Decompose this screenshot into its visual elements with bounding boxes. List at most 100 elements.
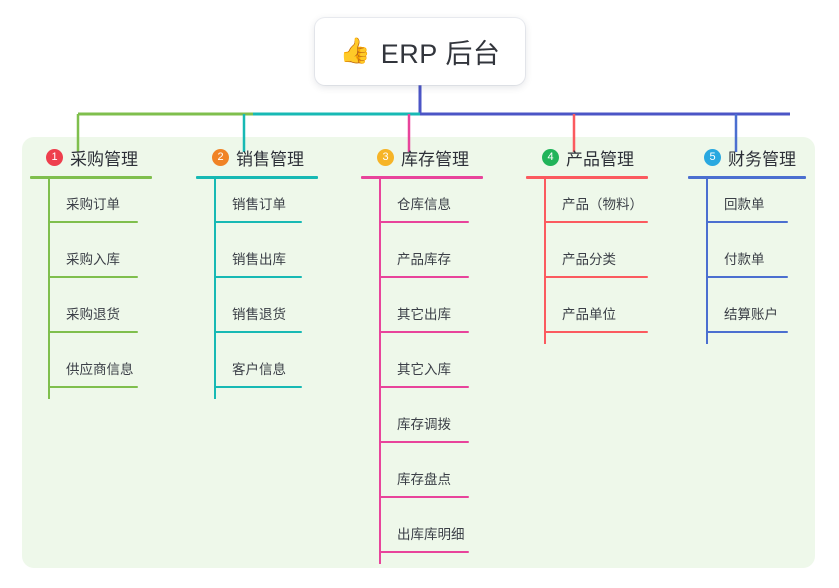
branch-item-label: 销售退货 — [232, 307, 286, 322]
branch-item-underline — [379, 496, 469, 498]
branch-title: 财务管理 — [728, 149, 796, 169]
branch-header-1[interactable]: 1 采购管理 — [30, 145, 180, 169]
branch-underline — [526, 176, 648, 179]
branch-item[interactable]: 其它出库 — [361, 289, 511, 344]
branch-item-underline — [706, 221, 788, 223]
branch-number-badge: 4 — [542, 148, 559, 166]
branch-item-label: 采购入库 — [66, 252, 120, 267]
branch-spine — [214, 179, 216, 399]
branch-column-3: 3 库存管理仓库信息产品库存其它出库其它入库库存调拨库存盘点出库库明细 — [361, 145, 511, 564]
branch-item[interactable]: 付款单 — [688, 234, 828, 289]
branch-item[interactable]: 出库库明细 — [361, 509, 511, 564]
branch-item-list: 产品（物料） 产品分类产品单位 — [526, 179, 676, 344]
branch-item-underline — [379, 441, 469, 443]
branch-item-underline — [379, 386, 469, 388]
branch-item-label: 产品（物料） — [562, 197, 643, 212]
branch-item-underline — [214, 221, 302, 223]
branch-item[interactable]: 结算账户 — [688, 289, 828, 344]
branch-item[interactable]: 销售订单 — [196, 179, 346, 234]
branch-item-underline — [706, 276, 788, 278]
branch-number-badge: 3 — [377, 148, 394, 166]
branch-underline — [688, 176, 806, 179]
branch-item-label: 其它入库 — [397, 362, 451, 377]
branch-item-label: 付款单 — [724, 252, 765, 267]
branch-header-4[interactable]: 4 产品管理 — [526, 145, 676, 169]
branch-item-underline — [379, 551, 469, 553]
branch-item[interactable]: 供应商信息 — [30, 344, 180, 399]
branch-item-underline — [379, 221, 469, 223]
branch-spine — [379, 179, 381, 564]
branch-item-underline — [214, 276, 302, 278]
branch-item[interactable]: 采购退货 — [30, 289, 180, 344]
branch-column-1: 1 采购管理采购订单采购入库采购退货供应商信息 — [30, 145, 180, 399]
branch-item[interactable]: 采购入库 — [30, 234, 180, 289]
branch-item-underline — [214, 386, 302, 388]
branch-item-label: 产品分类 — [562, 252, 616, 267]
branch-item-label: 销售出库 — [232, 252, 286, 267]
branch-item-label: 供应商信息 — [66, 362, 134, 377]
branch-item[interactable]: 产品分类 — [526, 234, 676, 289]
branch-underline — [361, 176, 483, 179]
branch-item-underline — [544, 331, 648, 333]
branch-item-label: 库存调拨 — [397, 417, 451, 432]
branch-item[interactable]: 客户信息 — [196, 344, 346, 399]
branch-underline — [30, 176, 152, 179]
branch-item-label: 仓库信息 — [397, 197, 451, 212]
branch-item-underline — [48, 221, 138, 223]
branch-number-badge: 1 — [46, 148, 63, 166]
branch-underline — [196, 176, 318, 179]
branch-item-underline — [379, 331, 469, 333]
branch-item-list: 仓库信息产品库存其它出库其它入库库存调拨库存盘点出库库明细 — [361, 179, 511, 564]
branch-spine — [544, 179, 546, 344]
branch-item-underline — [214, 331, 302, 333]
branch-column-5: 5 财务管理回款单付款单结算账户 — [688, 145, 828, 344]
branch-title: 销售管理 — [236, 149, 304, 169]
branch-item-list: 采购订单采购入库采购退货供应商信息 — [30, 179, 180, 399]
branch-item-label: 产品单位 — [562, 307, 616, 322]
branch-item[interactable]: 产品单位 — [526, 289, 676, 344]
branch-item-list: 销售订单销售出库销售退货客户信息 — [196, 179, 346, 399]
branch-item[interactable]: 产品（物料） — [526, 179, 676, 234]
branch-item[interactable]: 销售出库 — [196, 234, 346, 289]
branch-title: 产品管理 — [566, 149, 634, 169]
branch-title: 库存管理 — [401, 149, 469, 169]
branch-item-label: 结算账户 — [724, 307, 778, 322]
branch-item[interactable]: 采购订单 — [30, 179, 180, 234]
branch-item-label: 其它出库 — [397, 307, 451, 322]
branch-column-4: 4 产品管理产品（物料） 产品分类产品单位 — [526, 145, 676, 344]
branch-spine — [706, 179, 708, 344]
branch-item-underline — [48, 331, 138, 333]
branch-item[interactable]: 库存调拨 — [361, 399, 511, 454]
branch-header-5[interactable]: 5 财务管理 — [688, 145, 828, 169]
branch-item-underline — [48, 386, 138, 388]
branch-item[interactable]: 仓库信息 — [361, 179, 511, 234]
branch-spine — [48, 179, 50, 399]
branch-item-label: 产品库存 — [397, 252, 451, 267]
branch-item-label: 出库库明细 — [397, 527, 465, 542]
branch-item-label: 采购退货 — [66, 307, 120, 322]
branch-item-label: 库存盘点 — [397, 472, 451, 487]
branch-item[interactable]: 销售退货 — [196, 289, 346, 344]
root-node[interactable]: 👍 ERP 后台 — [315, 18, 525, 85]
branch-item[interactable]: 其它入库 — [361, 344, 511, 399]
branch-item-list: 回款单付款单结算账户 — [688, 179, 828, 344]
branch-item[interactable]: 库存盘点 — [361, 454, 511, 509]
branch-item[interactable]: 产品库存 — [361, 234, 511, 289]
branch-item-label: 采购订单 — [66, 197, 120, 212]
branch-item-underline — [48, 276, 138, 278]
branch-item-underline — [706, 331, 788, 333]
branch-header-3[interactable]: 3 库存管理 — [361, 145, 511, 169]
branch-title: 采购管理 — [70, 149, 138, 169]
branch-number-badge: 5 — [704, 148, 721, 166]
branch-item-label: 回款单 — [724, 197, 765, 212]
root-title: ERP 后台 — [380, 39, 501, 69]
branch-item[interactable]: 回款单 — [688, 179, 828, 234]
branch-item-underline — [544, 221, 648, 223]
branch-item-underline — [544, 276, 648, 278]
branch-item-underline — [379, 276, 469, 278]
branch-item-label: 销售订单 — [232, 197, 286, 212]
thumbs-up-icon: 👍 — [339, 37, 371, 65]
